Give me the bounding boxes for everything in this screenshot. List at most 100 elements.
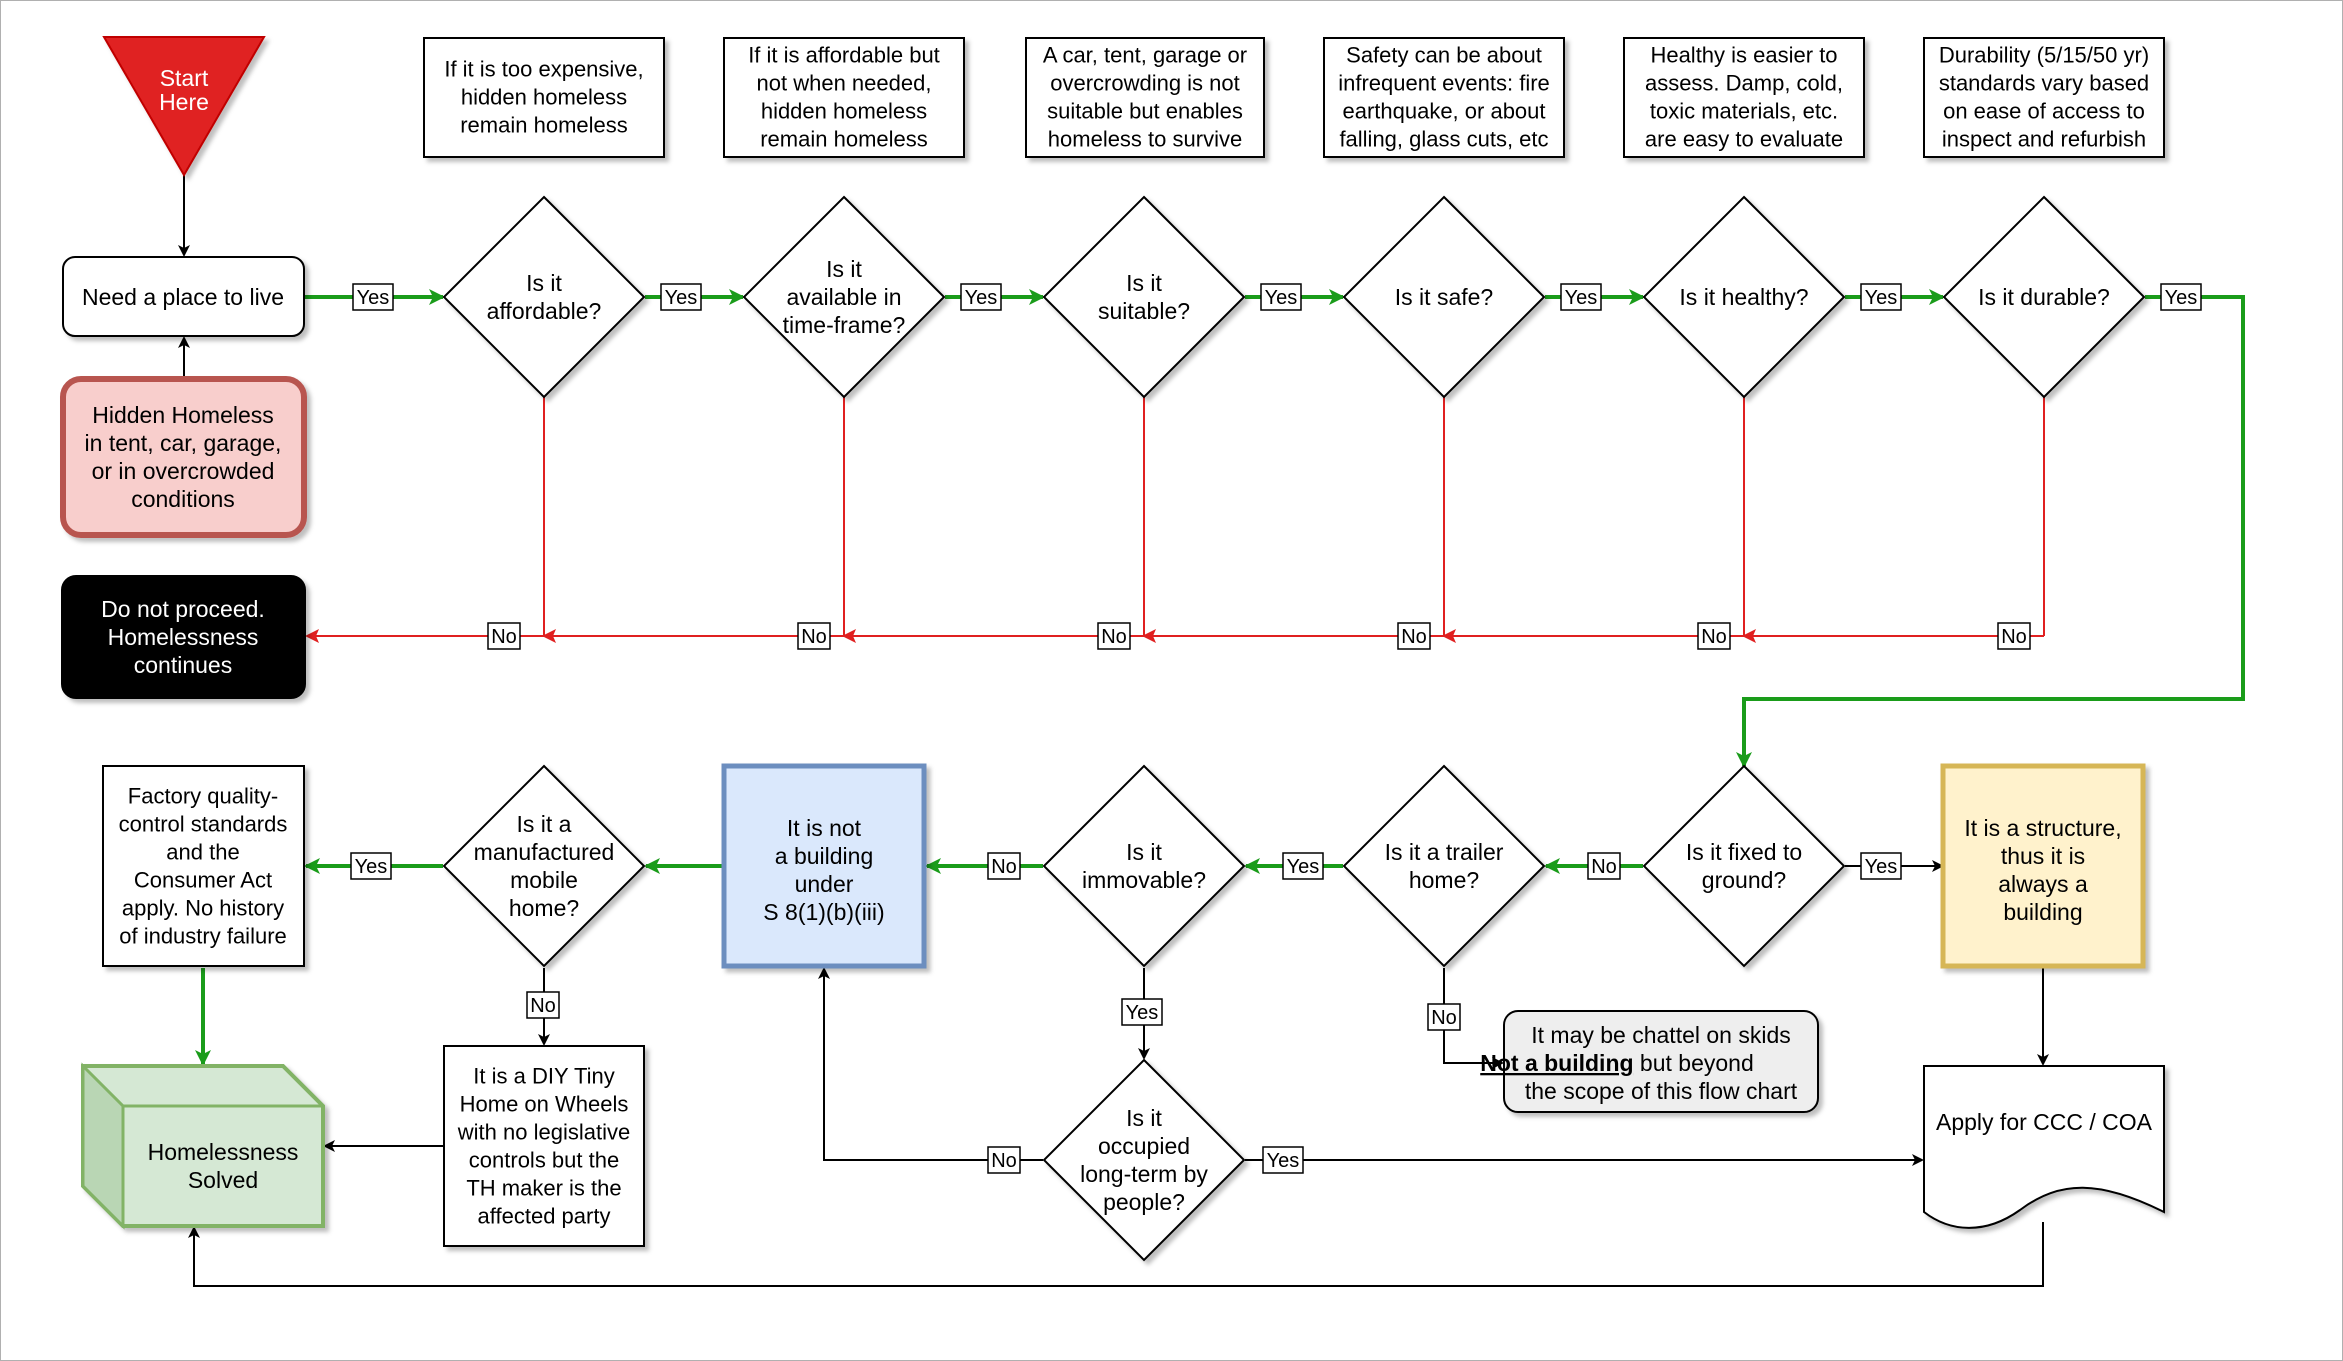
factory-box: [102, 765, 305, 967]
no-label-manufactured-box: [526, 991, 560, 1019]
yes-label-top-2-box: [660, 283, 702, 311]
note-box-1: [423, 37, 665, 158]
manufactured-diamond: [442, 764, 646, 968]
no-label-top-2-box: [797, 622, 831, 650]
yes-label-top-5: Yes: [1565, 287, 1598, 309]
do-not-proceed-box: [61, 575, 306, 699]
yes-label-occupied: Yes: [1267, 1150, 1300, 1172]
yes-label-manufactured-box: [350, 852, 392, 880]
no-label-top-3: No: [1101, 626, 1127, 648]
no-label-top-2: No: [801, 626, 827, 648]
no-label-top-6-box: [1997, 622, 2031, 650]
chattel-box: [1503, 1010, 1819, 1113]
yes-label-fixed-box: [1860, 852, 1902, 880]
note-box-6: [1923, 37, 2165, 158]
yes-label-top-3: Yes: [965, 287, 998, 309]
hidden-homeless-box: [60, 376, 307, 538]
need-place-box: [62, 256, 305, 337]
note-text-6: Durability (5/15/50 yr)standards vary ba…: [1939, 43, 2149, 152]
question-diamond-2: [742, 195, 946, 399]
diy-box: [443, 1045, 645, 1247]
no-label-occupied: No: [991, 1150, 1017, 1172]
yes-label-immovable: Yes: [1126, 1002, 1159, 1024]
no-label-immovable-box: [987, 852, 1021, 880]
no-label-top-5-box: [1697, 622, 1731, 650]
yes-label-occupied-box: [1262, 1146, 1304, 1174]
yes-label-top-4: Yes: [1265, 287, 1298, 309]
durable-yes-arrow: [1736, 295, 2245, 768]
yes-label-trailer: Yes: [1287, 856, 1320, 878]
yes-label-durable-box: [2160, 283, 2202, 311]
note-box-2: [723, 37, 965, 158]
question-diamond-3: [1042, 195, 1246, 399]
no-label-top-6: No: [2001, 626, 2027, 648]
yes-label-immovable-box: [1121, 998, 1163, 1026]
not-building-box: [721, 763, 927, 969]
trailer-diamond: [1342, 764, 1546, 968]
yes-label-manufactured: Yes: [355, 856, 388, 878]
no-label-fixed-box: [1587, 852, 1621, 880]
question-label-6: Is it durable?: [1978, 284, 2110, 310]
yes-label-fixed: Yes: [1865, 856, 1898, 878]
question-label-5: Is it healthy?: [1679, 284, 1808, 310]
yes-label-top-1: Yes: [357, 287, 390, 309]
yes-label-durable: Yes: [2165, 287, 2198, 309]
trailer-no-arrow: [1443, 968, 1504, 1069]
yes-label-top-5-box: [1560, 283, 1602, 311]
need-place-label: Need a place to live: [82, 284, 284, 310]
yes-label-top-2: Yes: [665, 287, 698, 309]
occupied-no-arrow: [818, 967, 1043, 1161]
note-box-5: [1623, 37, 1865, 158]
start-triangle: [102, 36, 266, 177]
no-label-top-1-box: [487, 622, 521, 650]
apply-ccc-label: Apply for CCC / COA: [1936, 1109, 2153, 1135]
no-label-fixed: No: [1591, 856, 1617, 878]
yes-label-top-3-box: [960, 283, 1002, 311]
note-box-4: [1323, 37, 1565, 158]
question-label-4: Is it safe?: [1395, 284, 1493, 310]
no-label-manufactured: No: [530, 995, 556, 1017]
no-label-top-5: No: [1701, 626, 1727, 648]
question-diamond-1: [442, 195, 646, 399]
solved-cube-side: [81, 1062, 125, 1230]
no-label-trailer: No: [1431, 1007, 1457, 1029]
immovable-diamond: [1042, 764, 1246, 968]
yes-label-top-4-box: [1260, 283, 1302, 311]
no-label-immovable: No: [991, 856, 1017, 878]
apply-ccc-document: [1923, 1065, 2165, 1229]
yes-label-top-6: Yes: [1865, 287, 1898, 309]
structure-box: [1940, 763, 2146, 969]
question-diamond-6: [1942, 195, 2146, 399]
question-diamond-5: [1642, 195, 1846, 399]
no-label-top-1: No: [491, 626, 517, 648]
yes-label-top-6-box: [1860, 283, 1902, 311]
yes-label-trailer-box: [1282, 852, 1324, 880]
fixed-ground-diamond: [1642, 764, 1846, 968]
question-diamond-4: [1342, 195, 1546, 399]
